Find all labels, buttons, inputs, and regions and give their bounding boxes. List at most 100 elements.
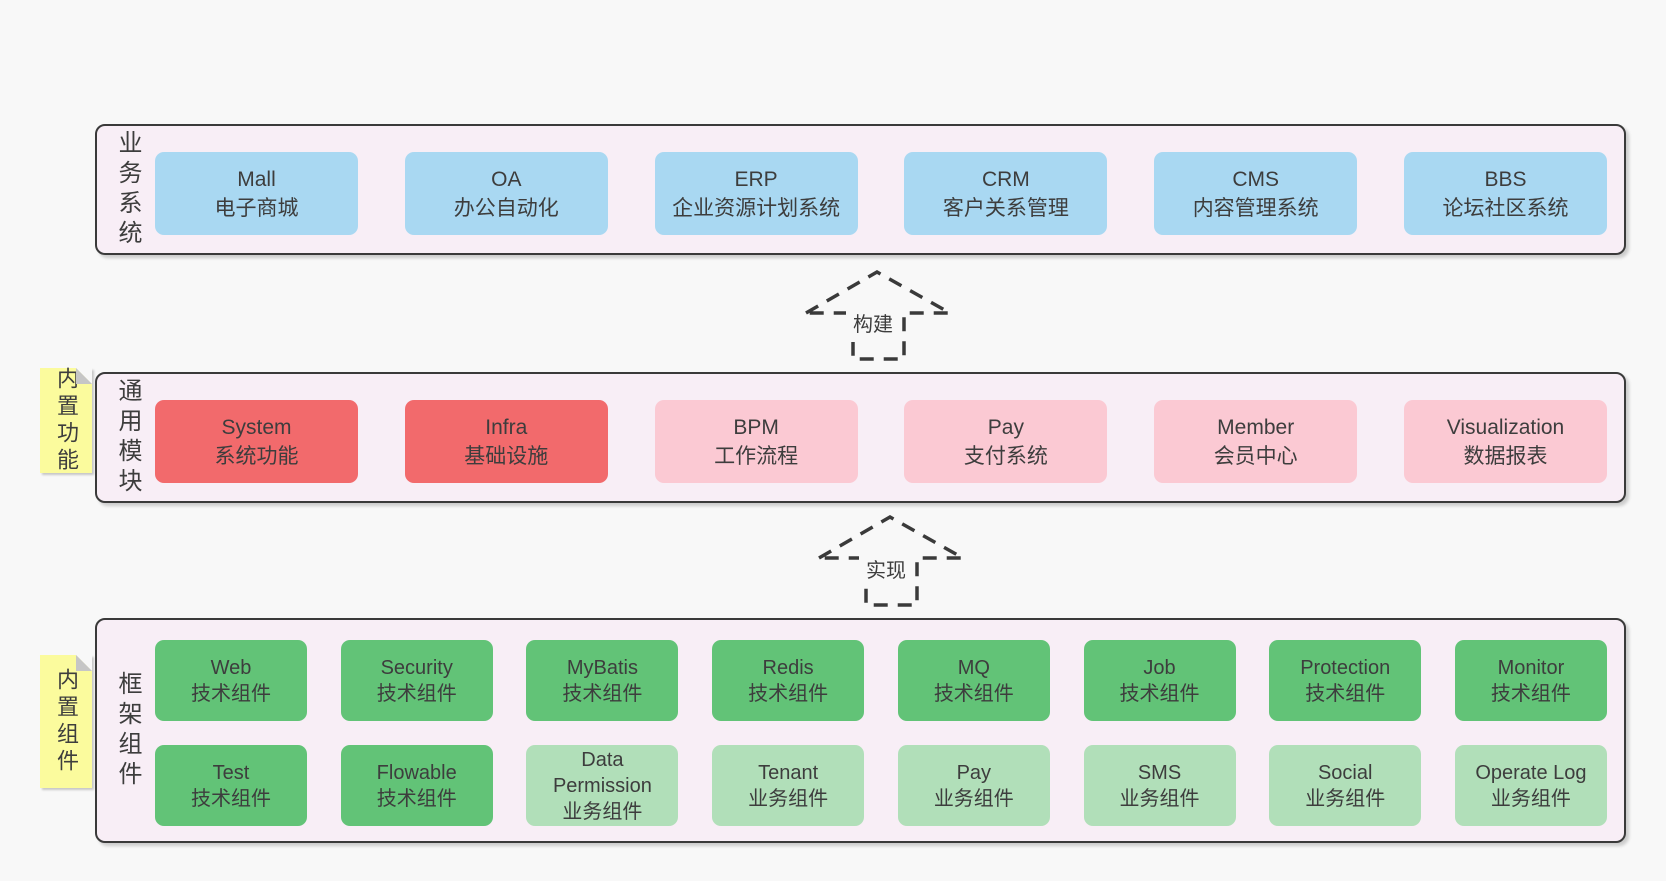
box-title: Data Permission <box>552 748 652 797</box>
box-subtitle: 基础设施 <box>464 444 549 468</box>
note-fold-icon <box>76 655 92 671</box>
box-title: Monitor <box>1497 656 1565 679</box>
box-subtitle: 技术组件 <box>562 682 643 705</box>
box-subtitle: 技术组件 <box>933 682 1014 705</box>
components-box-row-1: Web 技术组件 Security 技术组件 MyBatis 技术组件 Redi… <box>155 640 1607 721</box>
box-subtitle: 业务组件 <box>1119 787 1200 810</box>
box-subtitle: 数据报表 <box>1463 444 1548 468</box>
box-title: Mall <box>237 167 276 191</box>
sticky-note-built-in-components: 内置组件 <box>40 655 92 788</box>
modules-box-row: System 系统功能 Infra 基础设施 BPM 工作流程 Pay 支付系统… <box>155 400 1607 483</box>
box-test: Test 技术组件 <box>155 745 307 826</box>
box-title: Job <box>1143 656 1176 679</box>
box-mq: MQ 技术组件 <box>897 640 1050 721</box>
box-mybatis: MyBatis 技术组件 <box>526 640 679 721</box>
components-box-row-2: Test 技术组件 Flowable 技术组件 Data Permission … <box>155 745 1607 826</box>
box-title: Pay <box>956 761 992 784</box>
business-box-row: Mall 电子商城 OA 办公自动化 ERP 企业资源计划系统 CRM 客户关系… <box>155 152 1607 235</box>
box-data-permission: Data Permission 业务组件 <box>526 745 679 826</box>
box-subtitle: 电子商城 <box>214 196 299 220</box>
box-subtitle: 工作流程 <box>714 444 799 468</box>
box-redis: Redis 技术组件 <box>712 640 865 721</box>
box-title: SMS <box>1137 761 1182 784</box>
layer-title-business: 业务系统 <box>114 129 141 250</box>
box-title: Protection <box>1300 656 1391 679</box>
box-subtitle: 技术组件 <box>376 787 457 810</box>
box-flowable: Flowable 技术组件 <box>340 745 493 826</box>
box-subtitle: 技术组件 <box>1490 682 1571 705</box>
box-subtitle: 业务组件 <box>933 787 1014 810</box>
box-subtitle: 技术组件 <box>191 682 271 705</box>
box-title: Social <box>1317 761 1373 784</box>
box-bbs: BBS 论坛社区系统 <box>1403 152 1607 235</box>
box-subtitle: 业务组件 <box>1490 787 1571 810</box>
business-systems-layer: 业务系统 Mall 电子商城 OA 办公自动化 ERP 企业资源计划系统 CRM… <box>95 124 1626 255</box>
box-subtitle: 业务组件 <box>1305 787 1386 810</box>
common-modules-layer: 通用模块 System 系统功能 Infra 基础设施 BPM 工作流程 Pay… <box>95 372 1626 503</box>
box-title: BBS <box>1484 167 1527 191</box>
box-title: Operate Log <box>1475 761 1587 784</box>
box-title: BPM <box>733 415 779 439</box>
box-title: Tenant <box>758 761 819 784</box>
box-erp: ERP 企业资源计划系统 <box>654 152 858 235</box>
layer-title-components: 框架组件 <box>114 670 141 791</box>
box-social: Social 业务组件 <box>1269 745 1422 826</box>
box-security: Security 技术组件 <box>340 640 493 721</box>
box-title: Flowable <box>376 761 457 784</box>
box-title: Visualization <box>1446 415 1565 439</box>
box-subtitle: 客户关系管理 <box>942 196 1069 220</box>
box-subtitle: 业务组件 <box>748 787 829 810</box>
box-subtitle: 会员中心 <box>1213 444 1298 468</box>
box-subtitle: 技术组件 <box>376 682 457 705</box>
box-subtitle: 企业资源计划系统 <box>672 196 841 220</box>
framework-components-layer: 框架组件 Web 技术组件 Security 技术组件 MyBatis 技术组件… <box>95 618 1626 843</box>
box-title: CMS <box>1232 167 1280 191</box>
box-title: Redis <box>762 656 814 679</box>
box-title: Member <box>1217 415 1295 439</box>
box-subtitle: 技术组件 <box>748 682 829 705</box>
box-tenant: Tenant 业务组件 <box>712 745 865 826</box>
box-monitor: Monitor 技术组件 <box>1454 640 1607 721</box>
box-subtitle: 支付系统 <box>963 444 1048 468</box>
box-subtitle: 系统功能 <box>214 444 299 468</box>
box-title: Test <box>212 761 250 784</box>
box-bpm: BPM 工作流程 <box>654 400 858 483</box>
box-member: Member 会员中心 <box>1154 400 1358 483</box>
box-infra: Infra 基础设施 <box>404 400 608 483</box>
sticky-note-label: 内置功能 <box>54 366 79 475</box>
box-subtitle: 技术组件 <box>1305 682 1386 705</box>
sticky-note-label: 内置组件 <box>54 667 79 776</box>
box-subtitle: 办公自动化 <box>453 196 559 220</box>
box-oa: OA 办公自动化 <box>404 152 608 235</box>
box-cms: CMS 内容管理系统 <box>1154 152 1358 235</box>
implement-arrow-label: 实现 <box>859 549 913 588</box>
box-subtitle: 技术组件 <box>191 787 271 810</box>
sticky-note-built-in-features: 内置功能 <box>40 366 92 475</box>
box-subtitle: 技术组件 <box>1119 682 1200 705</box>
box-title: Pay <box>987 415 1024 439</box>
box-job: Job 技术组件 <box>1083 640 1236 721</box>
box-title: System <box>221 415 292 439</box>
box-pay-system: Pay 支付系统 <box>904 400 1108 483</box>
box-title: Web <box>210 656 252 679</box>
box-subtitle: 内容管理系统 <box>1192 196 1319 220</box>
layer-title-modules: 通用模块 <box>114 377 141 498</box>
box-title: Security <box>380 656 453 679</box>
box-pay-component: Pay 业务组件 <box>897 745 1050 826</box>
box-system: System 系统功能 <box>155 400 358 483</box>
box-title: OA <box>491 167 522 191</box>
box-mall: Mall 电子商城 <box>155 152 358 235</box>
box-crm: CRM 客户关系管理 <box>904 152 1108 235</box>
box-title: ERP <box>734 167 778 191</box>
note-fold-icon <box>76 368 92 384</box>
box-title: MQ <box>957 656 990 679</box>
box-subtitle: 论坛社区系统 <box>1442 196 1569 220</box>
box-web: Web 技术组件 <box>155 640 307 721</box>
box-visualization: Visualization 数据报表 <box>1403 400 1607 483</box>
box-sms: SMS 业务组件 <box>1083 745 1236 826</box>
box-subtitle: 业务组件 <box>562 800 643 823</box>
box-operate-log: Operate Log 业务组件 <box>1454 745 1607 826</box>
box-title: CRM <box>981 167 1030 191</box>
build-arrow-label: 构建 <box>846 303 900 342</box>
box-title: Infra <box>485 415 528 439</box>
